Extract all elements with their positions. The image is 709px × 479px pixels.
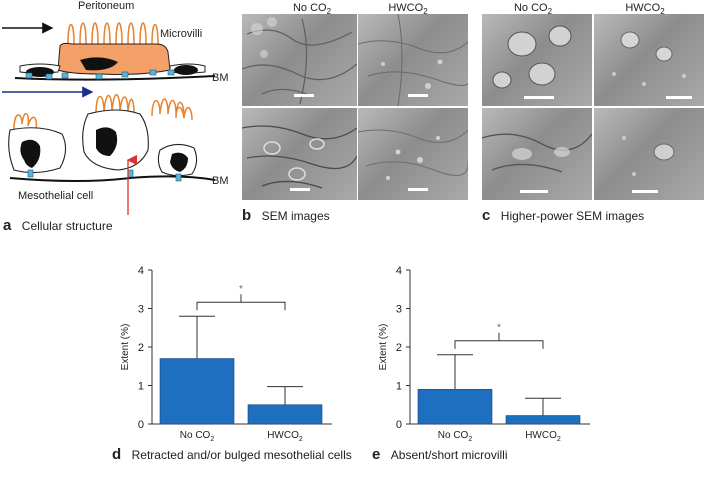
sem-image-c-1 [482,14,592,106]
y-axis-label: Extent (%) [120,324,131,371]
x-tick-label-1: No CO2 [180,430,215,443]
panel-b: No CO2 HWCO2 b SEM images [240,0,470,230]
y-tick-label: 4 [138,265,144,277]
y-tick-label: 3 [396,304,402,316]
panel-e-caption: e Absent/short microvilli [372,446,608,464]
significance-star: * [239,284,243,295]
y-tick-label: 4 [396,265,402,277]
significance-bracket [454,340,544,349]
panel-b-letter: b [242,207,252,224]
panel-e-letter: e [372,446,381,463]
panel-a-caption: a Cellular structure [3,217,113,235]
sem-image-c-3 [482,108,592,200]
panel-b-col-nocos: No CO2 [292,2,332,17]
significance-star: * [497,323,501,334]
cellular-structure-diagram [2,22,216,215]
panel-d-letter: d [112,446,122,463]
bm-label-top: BM [212,72,229,84]
bar-2 [505,415,581,425]
panel-a-title: Cellular structure [21,219,113,233]
panel-d-caption: d Retracted and/or bulged mesothelial ce… [112,446,352,464]
panel-a-letter: a [3,217,12,234]
panel-e-title: Absent/short microvilli [390,448,508,462]
sem-image-b-3 [242,108,357,200]
panel-b-caption: b SEM images [242,207,330,225]
sem-image-c-4 [594,108,704,200]
y-axis-label: Extent (%) [378,324,389,371]
panel-b-col-hwco2: HWCO2 [388,2,428,17]
panel-c-col-nocos: No CO2 [513,2,553,17]
panel-d-title: Retracted and/or bulged mesothelial cell… [131,448,352,462]
panel-c-title: Higher-power SEM images [500,209,645,223]
x-tick-label-2: HWCO2 [525,430,561,443]
significance-bracket [196,301,286,311]
y-tick-label: 1 [138,381,144,393]
panel-b-title: SEM images [261,209,330,223]
peritoneum-label: Peritoneum [78,0,135,12]
normal-mesothelium [2,22,216,81]
panel-c-caption: c Higher-power SEM images [482,207,644,225]
y-tick-label: 2 [138,342,144,354]
bar-2 [247,404,323,425]
mesothelial-cell-label: Mesothelial cell [18,190,94,202]
bar-1 [159,358,235,425]
sem-image-b-4 [358,108,468,200]
microvilli-label: Microvilli [160,28,203,40]
x-tick-label-1: No CO2 [438,430,473,443]
y-tick-label: 1 [396,381,402,393]
y-tick-label: 2 [396,342,402,354]
bm-label-bottom: BM [212,175,229,187]
x-tick-label-2: HWCO2 [267,430,303,443]
sem-image-b-2 [358,14,468,106]
y-tick-label: 3 [138,304,144,316]
panel-c-col-hwco2: HWCO2 [625,2,665,17]
y-tick-label: 0 [396,419,402,431]
sem-image-c-2 [594,14,704,106]
panel-c: No CO2 HWCO2 c Higher-power SEM images [478,0,708,230]
y-tick-label: 0 [138,419,144,431]
bar-1 [417,389,493,425]
panel-c-letter: c [482,207,491,224]
damaged-mesothelium [2,86,216,215]
sem-image-b-1 [242,14,357,106]
panel-a: Peritoneum Microvilli BM BM Mesothelial … [0,0,240,240]
